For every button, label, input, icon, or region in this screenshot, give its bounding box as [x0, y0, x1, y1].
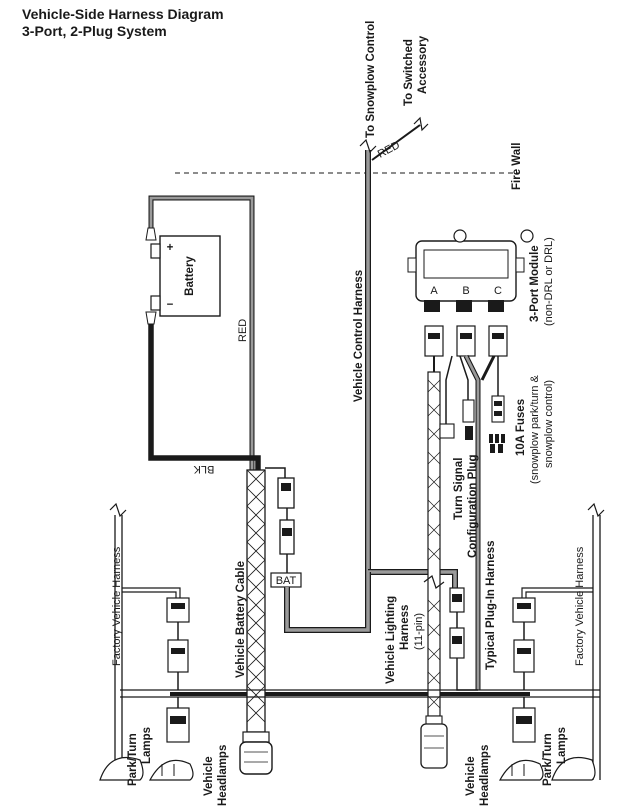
label-module-name: 3-Port Module [529, 245, 541, 322]
label-turn-signal-2: Configuration Plug [467, 455, 479, 558]
label-headlamps-left-2: Headlamps [217, 745, 229, 806]
label-fuses-3: snowplow control) [543, 380, 555, 468]
label-park-turn-left-1: Park/Turn [127, 733, 139, 786]
label-battery-minus: − [167, 299, 174, 311]
label-red-wire-top: RED [376, 139, 402, 161]
label-typical-plugin: Typical Plug-In Harness [485, 540, 497, 670]
label-turn-signal-1: Turn Signal [453, 458, 465, 520]
vehicle-control-harness [359, 116, 458, 588]
label-blk: BLK [193, 463, 214, 475]
typical-plug-in-harness [463, 354, 496, 690]
title-line-2: 3-Port, 2-Plug System [22, 23, 167, 39]
label-module-port-b: B [462, 285, 469, 297]
label-to-switched-1: To Switched [403, 39, 415, 106]
label-battery: Battery [184, 256, 196, 296]
label-lighting-1: Vehicle Lighting [385, 596, 397, 684]
label-lighting-2: Harness [399, 605, 411, 650]
turn-signal-config-plug [439, 355, 475, 440]
vehicle-lighting-harness [420, 356, 448, 769]
label-headlamps-right-1: Vehicle [465, 756, 477, 796]
right-factory-harness [498, 502, 605, 781]
label-battery-plus: + [167, 242, 174, 254]
label-vehicle-control-harness: Vehicle Control Harness [353, 270, 365, 402]
lighting-plug-connector [449, 587, 478, 691]
label-module-sub: (non-DRL or DRL) [543, 237, 555, 326]
label-park-turn-left-2: Lamps [141, 727, 153, 764]
battery [150, 235, 221, 317]
label-headlamps-right-2: Headlamps [479, 745, 491, 806]
label-fuses-1: 10A Fuses [515, 399, 527, 456]
label-battery-cable: Vehicle Battery Cable [235, 561, 247, 678]
label-to-snowplow-control: To Snowplow Control [365, 21, 377, 138]
label-fire-wall: Fire Wall [511, 143, 523, 191]
label-to-switched-2: Accessory [417, 35, 429, 94]
label-park-turn-right-2: Lamps [556, 727, 568, 764]
bat-connectors [265, 467, 371, 633]
fuses [489, 356, 505, 453]
left-factory-harness [99, 502, 194, 781]
label-module-port-c: C [494, 285, 502, 297]
label-factory-left: Factory Vehicle Harness [111, 546, 123, 666]
title-line-1: Vehicle-Side Harness Diagram [22, 6, 224, 22]
three-port-module [407, 229, 534, 312]
label-fuses-2: (snowplow park/turn & [529, 375, 541, 484]
label-bat: BAT [276, 575, 297, 587]
label-module-port-a: A [430, 285, 438, 297]
label-park-turn-right-1: Park/Turn [542, 733, 554, 786]
label-red-battery: RED [237, 319, 249, 342]
label-headlamps-left-1: Vehicle [203, 756, 215, 796]
diagram-title: Vehicle-Side Harness Diagram 3-Port, 2-P… [22, 6, 224, 40]
label-factory-right: Factory Vehicle Harness [574, 546, 586, 666]
battery-wiring [145, 195, 261, 470]
module-port-plugs [424, 325, 508, 357]
vehicle-battery-cable [239, 469, 273, 775]
bottom-harness-bus [120, 689, 600, 698]
label-lighting-3: (11-pin) [413, 613, 425, 650]
